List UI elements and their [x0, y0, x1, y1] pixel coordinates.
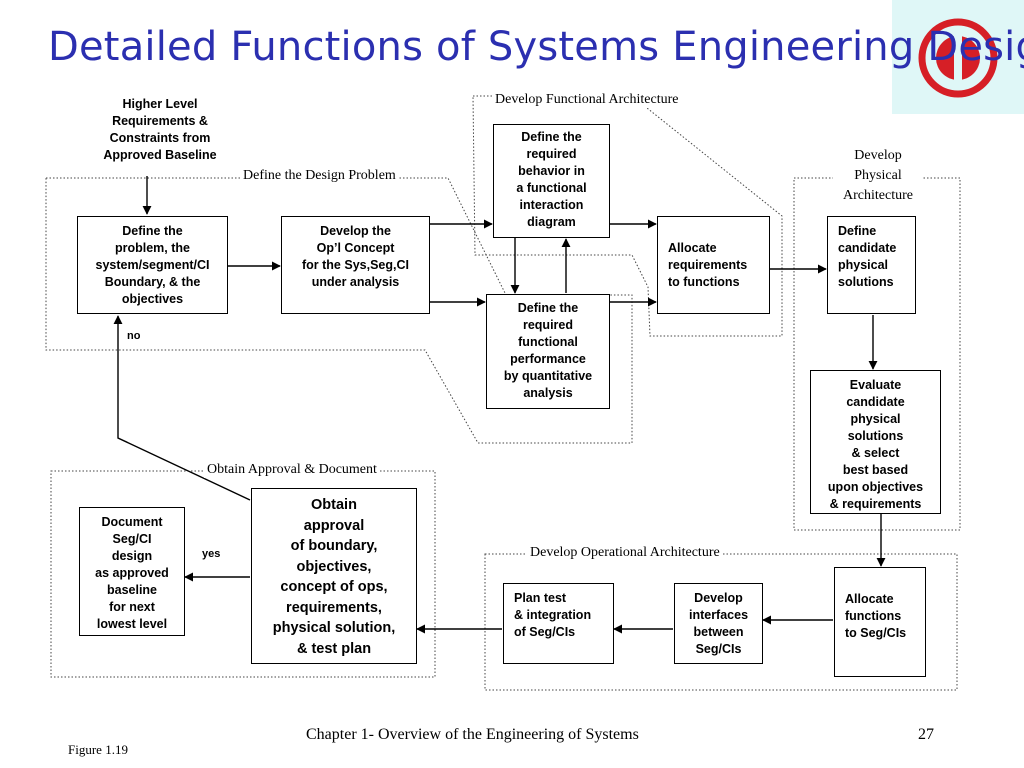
decision-label-yes: yes: [202, 548, 221, 560]
define-problem-box: Define the problem, the system/segment/C…: [77, 216, 228, 314]
candidate-physical-box: Define candidate physical solutions: [827, 216, 916, 314]
region-label-approval: Obtain Approval & Document: [204, 462, 380, 478]
figure-caption: Figure 1.19: [68, 742, 128, 757]
document-baseline-box: Document Seg/CI design as approved basel…: [79, 507, 185, 636]
op-concept-box: Develop the Op’l Concept for the Sys,Seg…: [281, 216, 430, 314]
functional-architecture-region: [472, 95, 783, 337]
region-label-functional-architecture: Develop Functional Architecture: [492, 92, 682, 108]
plan-test-box: Plan test & integration of Seg/CIs: [503, 583, 614, 664]
region-label-physical-architecture: Develop Physical Architecture: [833, 146, 923, 206]
page-number: 27: [918, 726, 934, 743]
allocate-functions-box: Allocate functions to Seg/CIs: [834, 567, 926, 677]
region-label-design-problem: Define the Design Problem: [240, 168, 399, 184]
higher-level-requirements-text: Higher Level Requirements & Constraints …: [103, 97, 217, 162]
physical-architecture-region: [793, 177, 961, 531]
required-behavior-box: Define the required behavior in a functi…: [493, 124, 610, 238]
decision-label-no: no: [127, 330, 141, 342]
university-logo: [918, 18, 998, 98]
arrow-approval-to-define-problem-no: [113, 315, 251, 501]
chapter-footer: Chapter 1- Overview of the Engineering o…: [306, 726, 639, 743]
obtain-approval-box: Obtain approval of boundary, objectives,…: [251, 488, 417, 664]
allocate-requirements-box: Allocate requirements to functions: [657, 216, 770, 314]
page-title: Detailed Functions of Systems Engineerin…: [48, 24, 1024, 70]
evaluate-candidates-box: Evaluate candidate physical solutions & …: [810, 370, 941, 514]
design-problem-region: [45, 177, 633, 444]
develop-interfaces-box: Develop interfaces between Seg/CIs: [674, 583, 763, 664]
required-performance-box: Define the required functional performan…: [486, 294, 610, 409]
region-label-operational-architecture: Develop Operational Architecture: [527, 545, 723, 561]
